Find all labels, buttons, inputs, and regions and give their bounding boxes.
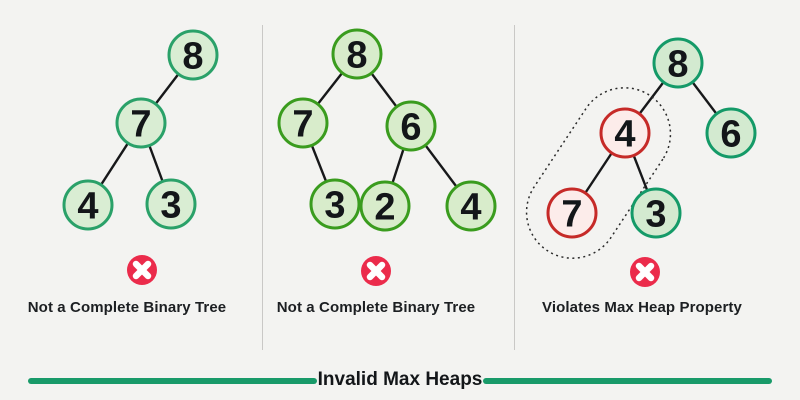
tree-3: 84 6 7 3 <box>525 37 757 287</box>
tree-node-circle <box>62 179 114 231</box>
tree-node-value: 2 <box>374 187 395 229</box>
tree-node-value: 4 <box>77 186 98 228</box>
tree-node-value: 8 <box>346 35 367 77</box>
tree-node-value: 8 <box>667 44 688 86</box>
tree-node-circle <box>546 187 598 239</box>
tree-node-value: 7 <box>130 104 151 146</box>
footer-title: Invalid Max Heaps <box>317 369 483 390</box>
tree-node-circle <box>309 178 361 230</box>
tree-node-circle <box>445 180 497 232</box>
cross-stroke <box>366 261 386 281</box>
tree-node-circle <box>705 107 757 159</box>
tree-node-circle <box>652 37 704 89</box>
tree-1: 874 3 <box>62 29 219 285</box>
panel-divider <box>262 25 263 350</box>
tree-node-circle <box>115 97 167 149</box>
panel-caption: Not a Complete Binary Tree <box>276 299 476 316</box>
panel-caption: Violates Max Heap Property <box>542 299 742 316</box>
footer-line-left <box>28 378 317 384</box>
tree-node-value: 3 <box>160 185 181 227</box>
tree-node-circle <box>385 100 437 152</box>
tree-node-value: 8 <box>182 36 203 78</box>
tree-node-value: 6 <box>720 114 741 156</box>
violation-highlight-outline <box>525 87 672 259</box>
tree-node-value: 4 <box>460 187 481 229</box>
tree-node-value: 4 <box>614 114 635 156</box>
tree-node-value: 3 <box>324 185 345 227</box>
panel-divider <box>514 25 515 350</box>
tree-node-value: 3 <box>645 194 666 236</box>
panel-caption: Not a Complete Binary Tree <box>27 299 227 316</box>
tree-node-value: 7 <box>292 104 313 146</box>
cross-stroke <box>132 260 152 280</box>
tree-node-value: 6 <box>400 107 421 149</box>
cross-stroke <box>635 262 655 282</box>
tree-node-circle <box>359 180 411 232</box>
tree-node-value: 7 <box>561 194 582 236</box>
footer-line-right <box>483 378 772 384</box>
tree-node-circle <box>145 178 197 230</box>
tree-node-circle <box>630 187 682 239</box>
tree-node-circle <box>167 29 219 81</box>
tree-node-circle <box>599 107 651 159</box>
tree-node-circle <box>331 28 383 80</box>
tree-node-circle <box>277 97 329 149</box>
